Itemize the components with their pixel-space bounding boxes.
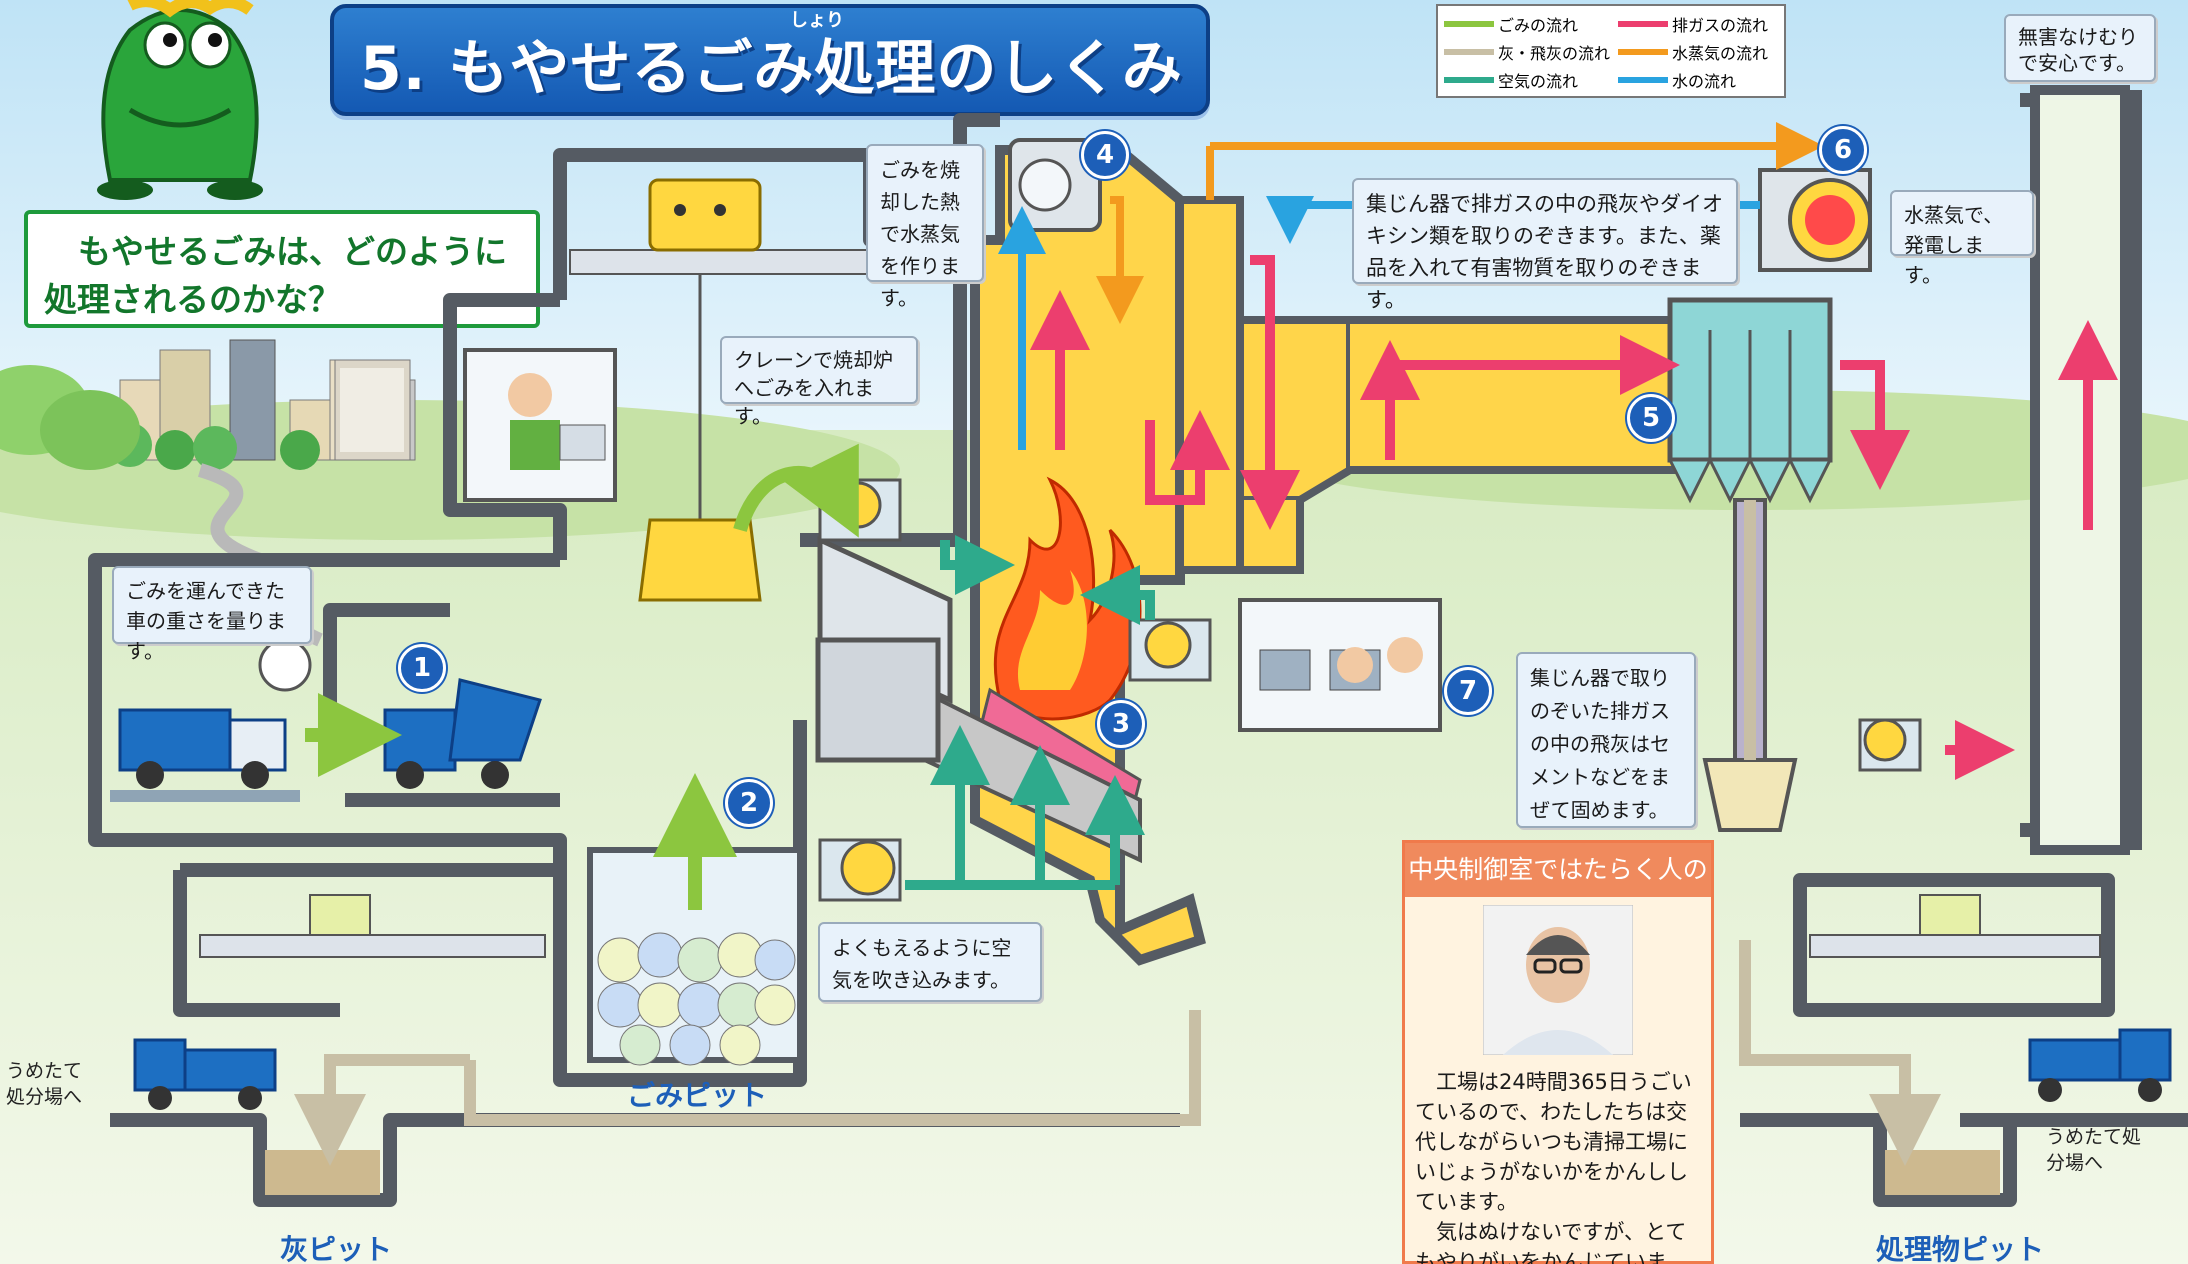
- note-steam: ごみを焼却した熱で水蒸気を作ります。: [866, 144, 984, 310]
- legend-item-ash: 灰・飛灰の流れ: [1444, 40, 1610, 64]
- crane-trolley: [648, 178, 762, 252]
- note-weigh-truck: ごみを運んできた車の重さを量ります。: [112, 566, 312, 663]
- question-line-1: もやせるごみは、どのように: [78, 232, 507, 271]
- title-ruby: しょり: [790, 10, 844, 31]
- note-fly-ash-cement: 集じん器で取りのぞいた排ガスの中の飛灰はセメントなどをまぜて固めます。: [1516, 652, 1696, 828]
- legend-item-steam: 水蒸気の流れ: [1618, 40, 1768, 64]
- garbage-bags-pit: [597, 932, 796, 1066]
- crane-grab: [638, 518, 762, 602]
- legend-item-air: 空気の流れ: [1444, 68, 1578, 92]
- note-dust-collector: 集じん器で排ガスの中の飛灰やダイオキシン類を取りのぞきます。また、薬品を入れて有…: [1352, 178, 1738, 312]
- note-air-injection: よくもえるように空気を吹き込みます。: [818, 922, 1042, 1002]
- step-3-badge: 3: [1097, 700, 1145, 748]
- residue-pit-label: 処理物ピット: [1876, 1233, 2045, 1264]
- step-7-badge: 7: [1444, 667, 1492, 715]
- legend-item-garbage: ごみの流れ: [1444, 12, 1578, 36]
- weighing-truck: [110, 638, 312, 802]
- chimney: [2030, 85, 2130, 855]
- step-2-badge: 2: [725, 779, 773, 827]
- legend-item-exhaust: 排ガスの流れ: [1618, 12, 1768, 36]
- title-banner: [330, 4, 1210, 116]
- question-line-2: 処理されるのかな？: [44, 280, 341, 319]
- landfill-label-right: うめたて処分場へ: [2046, 1126, 2142, 1174]
- interview-paragraph-2: 気はぬけないですが、とてもやりがいをかんじています。: [1415, 1220, 1687, 1264]
- page-title: 5. もやせるごみ処理のしくみ: [360, 34, 1183, 104]
- staff-photo: [1483, 905, 1633, 1055]
- feeder: [815, 637, 941, 763]
- mascot-character: [97, 0, 263, 200]
- interview-paragraph-1: 工場は24時間365日うごいているので、わたしたちは交代しながらいつも清掃工場に…: [1415, 1070, 1692, 1214]
- landfill-label-left: うめたて処分場へ: [6, 1060, 83, 1108]
- residue-truck-right: [2028, 1028, 2172, 1102]
- garbage-pit-label: ごみピット: [627, 1079, 768, 1112]
- cement-mixer: [1702, 758, 1798, 832]
- step-1-badge: 1: [398, 644, 446, 692]
- step-4-badge: 4: [1081, 131, 1129, 179]
- note-harmless-smoke: 無害なけむりで安心です。: [2004, 14, 2156, 82]
- step-5-badge: 5: [1627, 394, 1675, 442]
- note-power-generation: 水蒸気で、発電します。: [1890, 190, 2034, 287]
- interview-heading: 中央制御室ではたらく人の話: [1405, 843, 1711, 938]
- legend-item-water: 水の流れ: [1618, 68, 1736, 92]
- note-crane: クレーンで焼却炉へごみを入れます。: [720, 336, 918, 428]
- interview-box: 中央制御室ではたらく人の話 工場は24時間365日うごいているので、わたしたちは…: [1402, 840, 1714, 1264]
- step-6-badge: 6: [1819, 126, 1867, 174]
- ash-pit-label: 灰ピット: [280, 1233, 393, 1264]
- flow-legend: ごみの流れ 灰・飛灰の流れ 空気の流れ 排ガスの流れ 水蒸気の流れ 水の流れ: [1436, 4, 1786, 98]
- ash-truck-left: [133, 1038, 277, 1110]
